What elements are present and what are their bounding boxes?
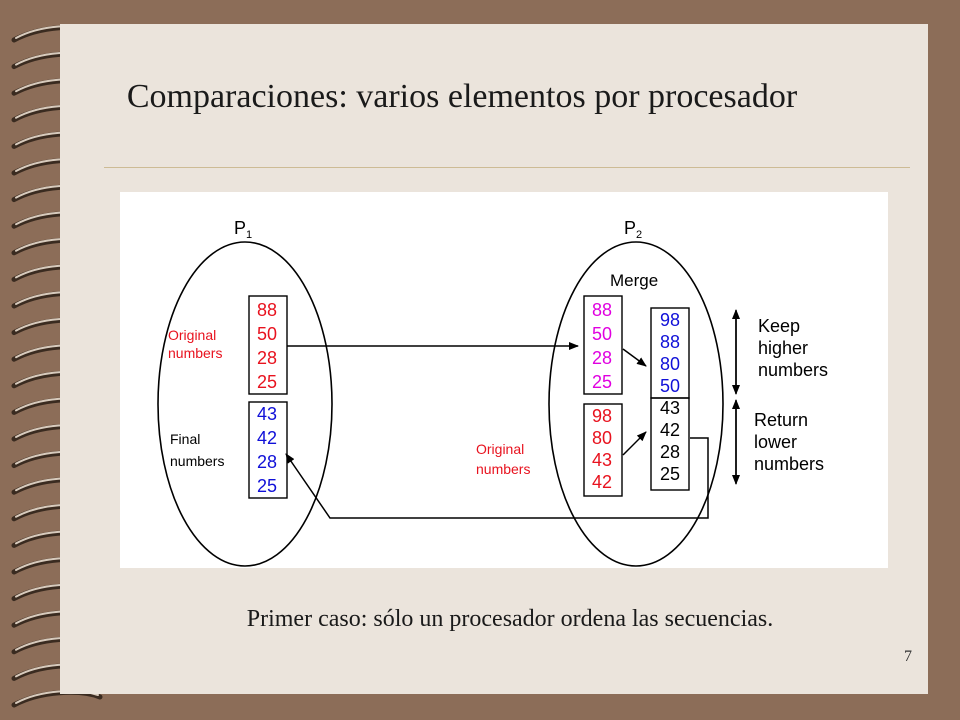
merge-arrow-lower (622, 431, 647, 456)
p1-ellipse (157, 241, 333, 567)
svg-text:numbers: numbers (754, 454, 824, 474)
number: 28 (660, 442, 680, 462)
svg-text:lower: lower (754, 432, 797, 452)
number: 25 (592, 372, 612, 392)
number: 25 (660, 464, 680, 484)
number: 50 (592, 324, 612, 344)
svg-text:numbers: numbers (168, 345, 222, 361)
page-number: 7 (904, 648, 912, 665)
title-divider (104, 167, 910, 168)
p2-received-box (583, 295, 623, 395)
keep-label: Keep higher numbers (758, 316, 828, 380)
number: 50 (257, 324, 277, 344)
number: 42 (257, 428, 277, 448)
p2-original-label: Original numbers (476, 441, 530, 477)
p2-original-numbers: 98 80 43 42 (592, 406, 612, 492)
svg-text:Keep: Keep (758, 316, 800, 336)
number: 43 (257, 404, 277, 424)
svg-text:numbers: numbers (758, 360, 828, 380)
svg-text:Original: Original (476, 441, 524, 457)
svg-text:numbers: numbers (476, 461, 530, 477)
p1-original-box (248, 295, 288, 395)
p2-original-box (583, 403, 623, 497)
number: 88 (592, 300, 612, 320)
number: 50 (660, 376, 680, 396)
p1-label: P1 (234, 218, 252, 241)
number: 98 (660, 310, 680, 330)
p1-final-label: Final numbers (170, 431, 224, 469)
number: 43 (660, 398, 680, 418)
number: 28 (592, 348, 612, 368)
p2-received-numbers: 88 50 28 25 (592, 300, 612, 392)
number: 88 (257, 300, 277, 320)
number: 88 (660, 332, 680, 352)
number: 98 (592, 406, 612, 426)
number: 42 (660, 420, 680, 440)
number: 42 (592, 472, 612, 492)
svg-text:higher: higher (758, 338, 808, 358)
number: 25 (257, 372, 277, 392)
svg-text:Original: Original (168, 327, 216, 343)
number: 43 (592, 450, 612, 470)
p1-final-box (248, 401, 288, 499)
return-arrow (285, 437, 709, 519)
merged-low-numbers: 43 42 28 25 (660, 398, 680, 484)
p1-original-numbers: 88 50 28 25 (257, 300, 277, 392)
number: 28 (257, 348, 277, 368)
merge-diagram: P1 P2 Merge 88 50 28 25 43 42 28 25 (120, 192, 888, 568)
merge-arrow-upper (622, 348, 647, 367)
return-label: Return lower numbers (754, 410, 824, 474)
merge-label: Merge (610, 271, 658, 290)
svg-text:Final: Final (170, 431, 200, 447)
slide-title: Comparaciones: varios elementos por proc… (126, 78, 798, 115)
p2-ellipse (548, 241, 724, 567)
slide-caption: Primer caso: sólo un procesador ordena l… (246, 606, 774, 632)
number: 80 (592, 428, 612, 448)
spiral-ring (11, 689, 103, 708)
merged-low-box (650, 397, 690, 491)
number: 80 (660, 354, 680, 374)
svg-text:Return: Return (754, 410, 808, 430)
p1-final-numbers: 43 42 28 25 (257, 404, 277, 496)
p1-original-label: Original numbers (168, 327, 222, 361)
p2-label: P2 (624, 218, 642, 241)
number: 28 (257, 452, 277, 472)
svg-text:numbers: numbers (170, 453, 224, 469)
merged-high-numbers: 98 88 80 50 (660, 310, 680, 396)
number: 25 (257, 476, 277, 496)
